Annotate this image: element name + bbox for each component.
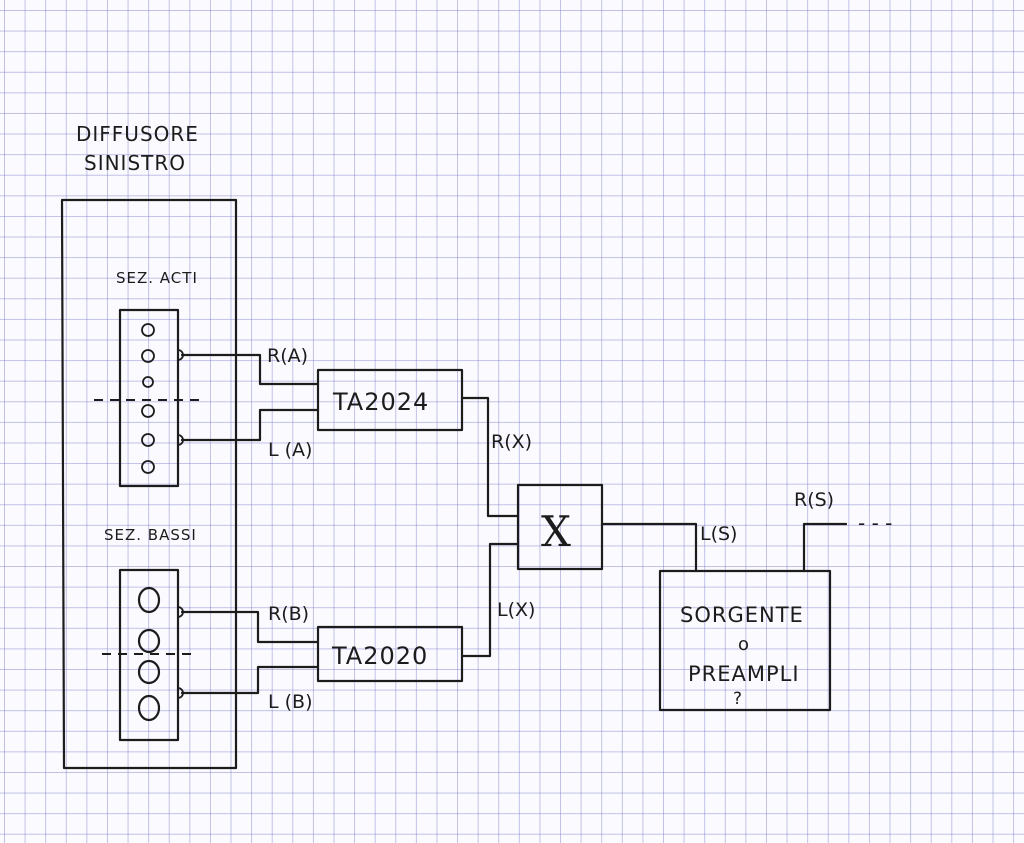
wire-ra: [180, 353, 320, 386]
terminal: [141, 460, 155, 474]
source-label-line2: o: [738, 634, 749, 655]
source-label-line3: PREAMPLI: [688, 662, 800, 686]
tweeter-terminals: [141, 323, 155, 474]
speaker-title-line2: SINISTRO: [84, 151, 186, 175]
terminal: [141, 323, 155, 337]
terminal: [137, 694, 161, 722]
wire-ls: [600, 522, 698, 573]
terminal: [137, 586, 161, 614]
terminal: [141, 433, 155, 447]
wire-label-lb: L (B): [268, 691, 313, 713]
wire-rb: [180, 610, 320, 644]
terminal: [137, 659, 161, 685]
source-label-line4: ?: [733, 689, 742, 709]
wire-label-rs: R(S): [794, 489, 834, 511]
woofer-terminals: [137, 586, 161, 722]
crossover-box: [516, 483, 604, 571]
terminal: [142, 376, 154, 388]
wire-label-rx: R(X): [491, 431, 532, 453]
amp-ta2020-box: [316, 625, 464, 683]
amp-ta2024-box: [316, 368, 464, 432]
wire-lx: [460, 542, 520, 658]
section-label-bassi: SEZ. BASSI: [104, 526, 197, 544]
speaker-enclosure: [60, 198, 238, 770]
speaker-title-line1: DIFFUSORE: [76, 122, 199, 146]
wire-rs: [802, 522, 848, 573]
tweeter-terminal-block: [118, 308, 180, 488]
wire-lb: [180, 665, 320, 695]
wire-label-lx: L(X): [497, 599, 535, 621]
wire-la: [180, 408, 320, 442]
wire-continuation: - - -: [858, 511, 892, 535]
crossover-label: X: [541, 507, 571, 556]
terminal: [141, 349, 155, 363]
source-label-line1: SORGENTE: [680, 603, 804, 627]
wire-rx: [460, 396, 520, 518]
terminal: [137, 628, 161, 654]
section-label-acuti: SEZ. ACTI: [116, 269, 198, 287]
amp-ta2020-label: TA2020: [331, 642, 428, 670]
wire-label-ls: L(S): [700, 523, 737, 545]
wire-label-ra: R(A): [267, 345, 308, 367]
wire-label-la: L (A): [268, 439, 312, 461]
terminal: [141, 404, 155, 418]
amp-ta2024-label: TA2024: [332, 388, 429, 416]
wire-label-rb: R(B): [268, 603, 309, 625]
source-box: [658, 569, 832, 712]
